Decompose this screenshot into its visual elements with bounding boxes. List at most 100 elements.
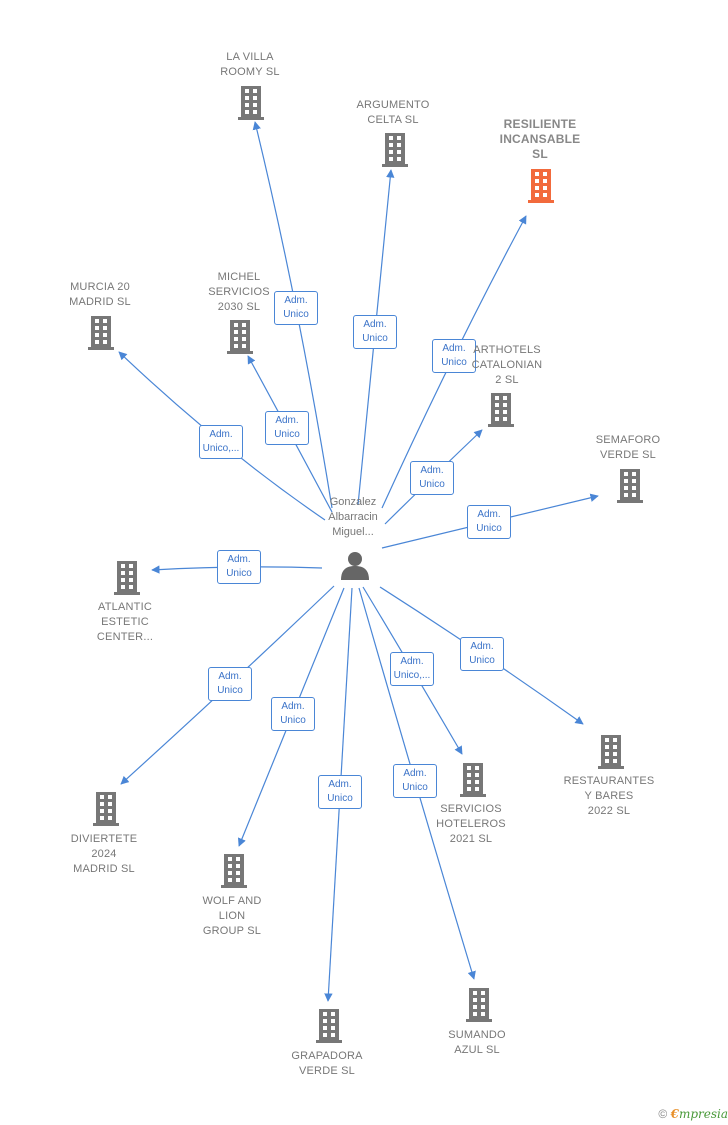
center-label-line-2: Albarracin: [328, 511, 378, 523]
company-label-line: 2 SL: [495, 374, 519, 386]
building-icon[interactable]: [466, 988, 492, 1022]
building-icon[interactable]: [488, 393, 514, 427]
relation-label-resiliente-incansable[interactable]: Adm. Unico: [432, 339, 476, 373]
relation-label-line: Adm.: [363, 319, 387, 330]
relation-label-line: Adm.: [218, 671, 242, 682]
company-label-line: SERVICIOS: [440, 803, 502, 815]
company-label-line: 2021 SL: [449, 833, 493, 845]
relation-label-line: Unico: [283, 309, 309, 320]
relation-label-line: Adm.: [275, 415, 299, 426]
relation-label-wolf-and-lion-group[interactable]: Adm.Unico: [271, 697, 315, 731]
relation-label-line: Adm.: [284, 295, 308, 306]
relation-label-sumando-azul[interactable]: Adm.Unico: [393, 764, 437, 798]
relation-label-murcia-20-madrid[interactable]: Adm. Unico,...: [199, 425, 243, 459]
building-icon[interactable]: [221, 854, 247, 888]
company-label-line: DIVIERTETE: [70, 833, 138, 845]
relation-label-diviertete-2024-madrid[interactable]: Adm.Unico: [208, 667, 252, 701]
relation-label-line: Adm.: [209, 429, 233, 440]
company-label-line: HOTELEROS: [436, 818, 506, 830]
building-icon[interactable]: [114, 561, 140, 595]
empresia-logo-text: mpresia: [678, 1107, 728, 1121]
building-icon[interactable]: [316, 1009, 342, 1043]
relation-label-line: Unico: [419, 479, 445, 490]
company-label-line: ARGUMENTO: [356, 99, 430, 111]
company-label-line: LION: [218, 910, 246, 922]
relation-label-argumento-celta[interactable]: Adm. Unico: [353, 315, 397, 349]
relation-label-line: Adm.: [328, 779, 352, 790]
company-label-michel-servicios-2030[interactable]: MICHEL SERVICIOS 2030 SL: [179, 270, 299, 315]
company-label-servicios-hoteleros-2021[interactable]: SERVICIOS HOTELEROS 2021 SL: [411, 802, 531, 847]
company-label-line: 2024: [91, 848, 117, 860]
company-label-line: MURCIA 20: [70, 281, 130, 293]
company-label-line: ESTETIC: [101, 616, 149, 628]
building-icon[interactable]: [238, 86, 264, 120]
company-label-line: 2022 SL: [587, 805, 631, 817]
building-icon[interactable]: [93, 792, 119, 826]
relation-label-line: Adm.: [400, 656, 424, 667]
center-person-label[interactable]: Gonzalez Albarracin Miguel...: [303, 495, 403, 540]
relation-label-restaurantes-y-bares-2022[interactable]: Adm. Unico: [460, 637, 504, 671]
company-label-line: SL: [532, 147, 548, 161]
relation-label-line: Unico: [274, 429, 300, 440]
company-label-line: SERVICIOS: [208, 286, 270, 298]
company-label-line: 2030 SL: [217, 301, 261, 313]
company-label-wolf-and-lion-group[interactable]: WOLF AND LION GROUP SL: [172, 894, 292, 939]
relation-label-michel-servicios-2030[interactable]: Adm. Unico: [265, 411, 309, 445]
center-label-line-1: Gonzalez: [329, 496, 377, 508]
building-icon[interactable]: [460, 763, 486, 797]
relation-label-line: Unico,...: [202, 443, 240, 454]
relation-label-line: Adm.: [477, 509, 501, 520]
company-label-line: CENTER...: [96, 631, 154, 643]
company-label-line: AZUL SL: [454, 1044, 500, 1056]
building-icon[interactable]: [528, 169, 554, 203]
relation-label-line: Adm.: [470, 641, 494, 652]
company-label-murcia-20-madrid[interactable]: MURCIA 20 MADRID SL: [40, 280, 160, 310]
building-icon[interactable]: [227, 320, 253, 354]
building-icon[interactable]: [617, 469, 643, 503]
relation-label-line: Unico: [469, 655, 495, 666]
relation-label-line: Adm.: [442, 343, 466, 354]
company-label-line: SEMAFORO: [595, 434, 661, 446]
relation-label-line: Adm.: [227, 554, 251, 565]
company-label-line: INCANSABLE: [499, 132, 581, 146]
copyright-symbol: ©: [658, 1107, 668, 1121]
relation-label-line: Unico: [226, 568, 252, 579]
relation-label-semaforo-verde[interactable]: Adm.Unico: [467, 505, 511, 539]
relation-label-grapadora-verde[interactable]: Adm. Unico: [318, 775, 362, 809]
company-label-line: Y BARES: [584, 790, 634, 802]
building-icon[interactable]: [598, 735, 624, 769]
relation-label-line: Unico: [441, 357, 467, 368]
empresia-logo[interactable]: €mpresia: [671, 1107, 728, 1121]
company-label-line: LA VILLA: [226, 51, 274, 63]
company-label-line: ATLANTIC: [98, 601, 152, 613]
company-label-line: WOLF AND: [202, 895, 262, 907]
building-icon[interactable]: [382, 133, 408, 167]
company-label-atlantic-estetic-center[interactable]: ATLANTIC ESTETIC CENTER...: [65, 600, 185, 645]
relation-label-line: Unico: [280, 715, 306, 726]
building-icon[interactable]: [88, 316, 114, 350]
relation-label-servicios-hoteleros-2021[interactable]: Adm.Unico,...: [390, 652, 434, 686]
relation-label-atlantic-estetic-center[interactable]: Adm. Unico: [217, 550, 261, 584]
relation-label-la-villa-roomy[interactable]: Adm. Unico: [274, 291, 318, 325]
company-label-line: MADRID SL: [69, 296, 131, 308]
company-label-line: GROUP SL: [202, 925, 262, 937]
company-label-line: GRAPADORA: [291, 1050, 363, 1062]
person-icon[interactable]: [341, 552, 369, 580]
relation-label-arthotels-catalonian-2[interactable]: Adm. Unico: [410, 461, 454, 495]
relation-label-line: Unico: [327, 793, 353, 804]
relation-label-line: Unico: [362, 333, 388, 344]
company-label-line: CATALONIAN: [471, 359, 543, 371]
company-label-line: MADRID SL: [73, 863, 135, 875]
relation-label-line: Adm.: [420, 465, 444, 476]
company-label-line: MICHEL: [217, 271, 261, 283]
